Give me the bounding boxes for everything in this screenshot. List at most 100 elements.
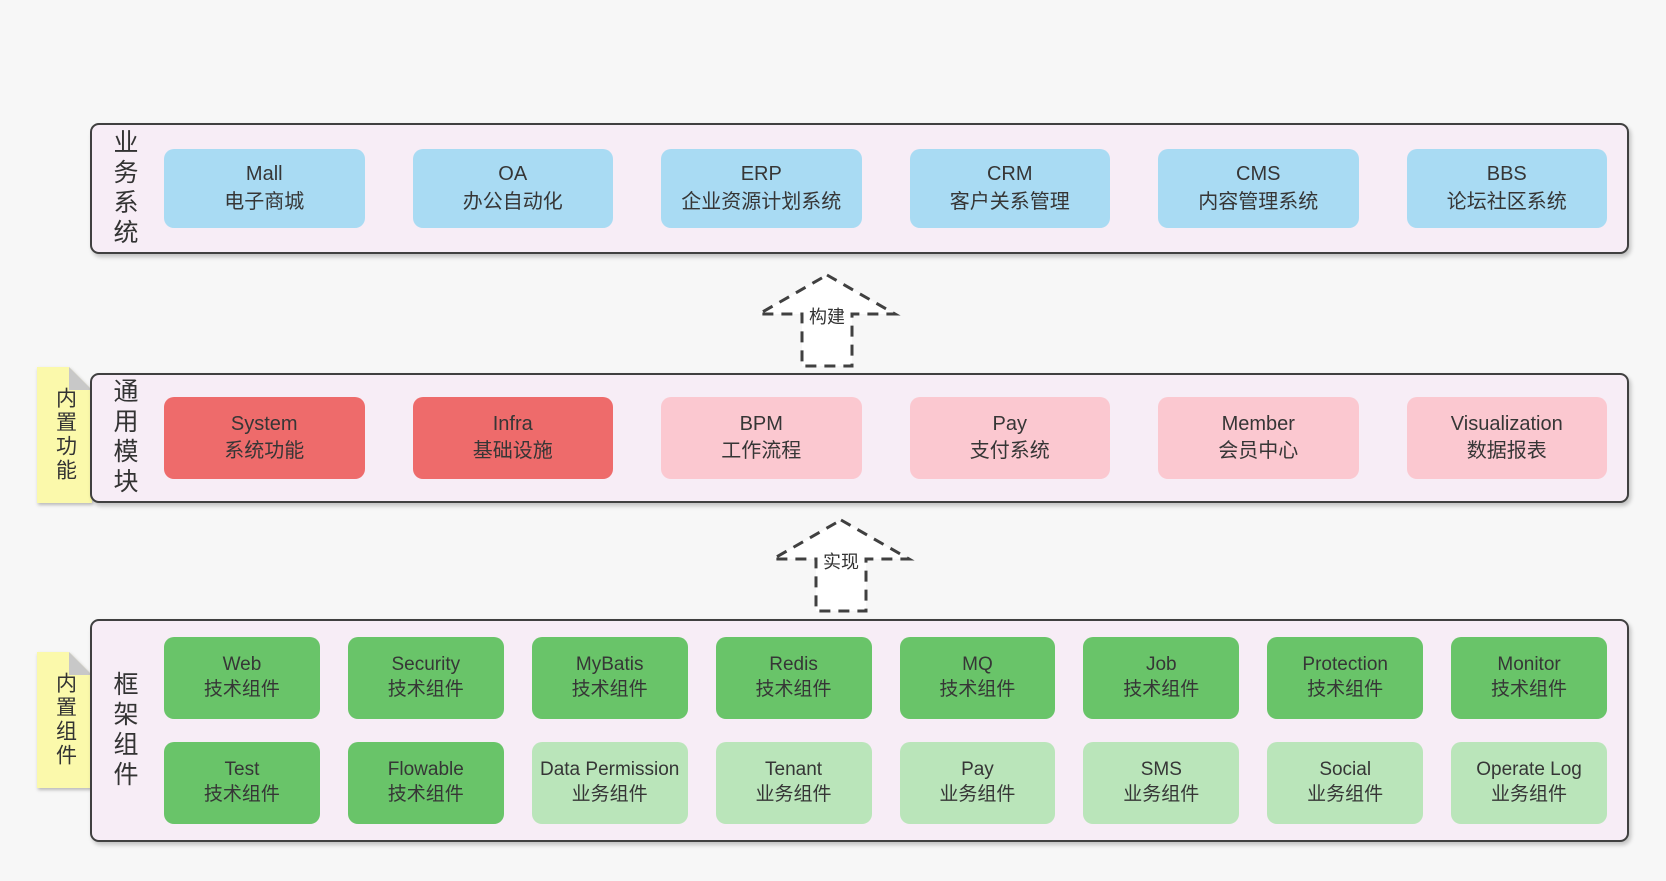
node-title: Pay	[961, 759, 994, 781]
node-subtitle: 技术组件	[1307, 679, 1384, 700]
arrow-label-build: 构建	[806, 303, 848, 329]
node-subtitle: 会员中心	[1218, 440, 1299, 462]
node-title: Operate Log	[1476, 759, 1582, 781]
node-subtitle: 技术组件	[1491, 679, 1568, 700]
node-title: MQ	[962, 654, 993, 676]
node-subtitle: 业务组件	[939, 784, 1016, 805]
sticky-note-built-in-components: 内置组件	[37, 652, 92, 788]
node-title: CRM	[986, 163, 1033, 186]
business-systems-row: Mall 电子商城 OA 办公自动化 ERP 企业资源计划系统 CRM 客户关系…	[142, 149, 1627, 228]
node-title: Visualization	[1450, 412, 1563, 435]
node-title: Test	[224, 759, 260, 781]
framework-row-2: Test 技术组件 Flowable 技术组件 Data Permission …	[164, 742, 1607, 824]
node-operate-log: Operate Log 业务组件	[1451, 742, 1607, 824]
node-subtitle: 技术组件	[203, 679, 280, 700]
node-title: Social	[1319, 759, 1372, 781]
node-title: Security	[391, 654, 461, 676]
node-title: Protection	[1302, 654, 1388, 676]
node-subtitle: 支付系统	[969, 440, 1050, 462]
note-text: 内置组件	[53, 672, 77, 768]
node-system: System 系统功能	[164, 397, 365, 479]
node-subtitle: 技术组件	[1123, 679, 1200, 700]
note-text: 内置功能	[53, 387, 77, 483]
node-subtitle: 工作流程	[721, 440, 802, 462]
node-oa: OA 办公自动化	[412, 149, 613, 228]
node-subtitle: 技术组件	[755, 679, 832, 700]
node-infra: Infra 基础设施	[412, 397, 613, 479]
node-subtitle: 技术组件	[387, 784, 464, 805]
node-social: Social 业务组件	[1267, 742, 1424, 824]
node-redis: Redis 技术组件	[715, 637, 872, 719]
node-pay-component: Pay 业务组件	[899, 742, 1056, 824]
arrow-label-implement: 实现	[820, 548, 862, 574]
node-job: Job 技术组件	[1083, 637, 1240, 719]
node-title: Flowable	[387, 759, 464, 781]
node-mall: Mall 电子商城	[164, 149, 365, 228]
section-label-modules: 通用模块	[110, 378, 138, 498]
node-flowable: Flowable 技术组件	[347, 742, 504, 824]
node-member: Member 会员中心	[1158, 397, 1359, 479]
folded-corner-icon	[69, 367, 92, 390]
common-modules-section: 通用模块 System 系统功能 Infra 基础设施 BPM 工作流程 Pay…	[90, 373, 1629, 503]
node-title: BPM	[739, 412, 783, 435]
node-security: Security 技术组件	[347, 637, 504, 719]
node-crm: CRM 客户关系管理	[909, 149, 1110, 228]
implement-arrow: 实现	[767, 518, 915, 614]
node-title: Infra	[492, 412, 533, 435]
node-title: ERP	[740, 163, 782, 186]
node-subtitle: 业务组件	[755, 784, 832, 805]
node-subtitle: 论坛社区系统	[1446, 190, 1567, 213]
node-title: OA	[498, 163, 528, 186]
business-systems-section: 业务系统 Mall 电子商城 OA 办公自动化 ERP 企业资源计划系统 CRM…	[90, 123, 1629, 254]
node-subtitle: 业务组件	[1491, 784, 1568, 805]
node-subtitle: 内容管理系统	[1198, 190, 1319, 213]
node-title: Mall	[245, 163, 283, 186]
node-subtitle: 业务组件	[1307, 784, 1384, 805]
node-title: Job	[1145, 654, 1177, 676]
node-monitor: Monitor 技术组件	[1451, 637, 1607, 719]
node-tenant: Tenant 业务组件	[715, 742, 872, 824]
node-subtitle: 系统功能	[224, 440, 305, 462]
sticky-note-built-in-features: 内置功能	[37, 367, 92, 503]
folded-corner-icon	[69, 652, 92, 675]
node-title: System	[230, 412, 298, 435]
node-data-permission: Data Permission 业务组件	[531, 742, 688, 824]
node-subtitle: 技术组件	[571, 679, 648, 700]
framework-components-section: 框架组件 Web 技术组件 Security 技术组件 MyBatis 技术组件…	[90, 619, 1629, 842]
node-subtitle: 基础设施	[472, 440, 553, 462]
node-subtitle: 企业资源计划系统	[681, 190, 842, 213]
node-bpm: BPM 工作流程	[661, 397, 862, 479]
node-bbs: BBS 论坛社区系统	[1406, 149, 1607, 228]
node-title: CMS	[1236, 163, 1281, 186]
node-web: Web 技术组件	[164, 637, 320, 719]
node-subtitle: 数据报表	[1466, 440, 1547, 462]
node-protection: Protection 技术组件	[1267, 637, 1424, 719]
node-subtitle: 办公自动化	[462, 190, 563, 213]
node-title: Web	[222, 654, 262, 676]
framework-row-1: Web 技术组件 Security 技术组件 MyBatis 技术组件 Redi…	[164, 637, 1607, 719]
section-label-framework: 框架组件	[110, 670, 138, 791]
node-subtitle: 技术组件	[939, 679, 1016, 700]
framework-components-grid: Web 技术组件 Security 技术组件 MyBatis 技术组件 Redi…	[142, 637, 1627, 824]
node-test: Test 技术组件	[164, 742, 320, 824]
node-title: SMS	[1140, 759, 1182, 781]
node-title: MyBatis	[575, 654, 644, 676]
node-mq: MQ 技术组件	[899, 637, 1056, 719]
build-arrow: 构建	[753, 273, 901, 369]
node-subtitle: 客户关系管理	[949, 190, 1070, 213]
node-mybatis: MyBatis 技术组件	[531, 637, 688, 719]
node-subtitle: 业务组件	[571, 784, 648, 805]
common-modules-row: System 系统功能 Infra 基础设施 BPM 工作流程 Pay 支付系统…	[142, 397, 1627, 479]
node-title: Member	[1221, 412, 1295, 435]
node-subtitle: 电子商城	[224, 190, 305, 213]
node-title: Monitor	[1497, 654, 1561, 676]
node-erp: ERP 企业资源计划系统	[661, 149, 862, 228]
node-pay-system: Pay 支付系统	[909, 397, 1110, 479]
node-title: Pay	[992, 412, 1027, 435]
section-label-business: 业务系统	[110, 128, 138, 249]
node-sms: SMS 业务组件	[1083, 742, 1240, 824]
node-subtitle: 业务组件	[1123, 784, 1200, 805]
node-title: BBS	[1486, 163, 1527, 186]
node-title: Tenant	[765, 759, 823, 781]
